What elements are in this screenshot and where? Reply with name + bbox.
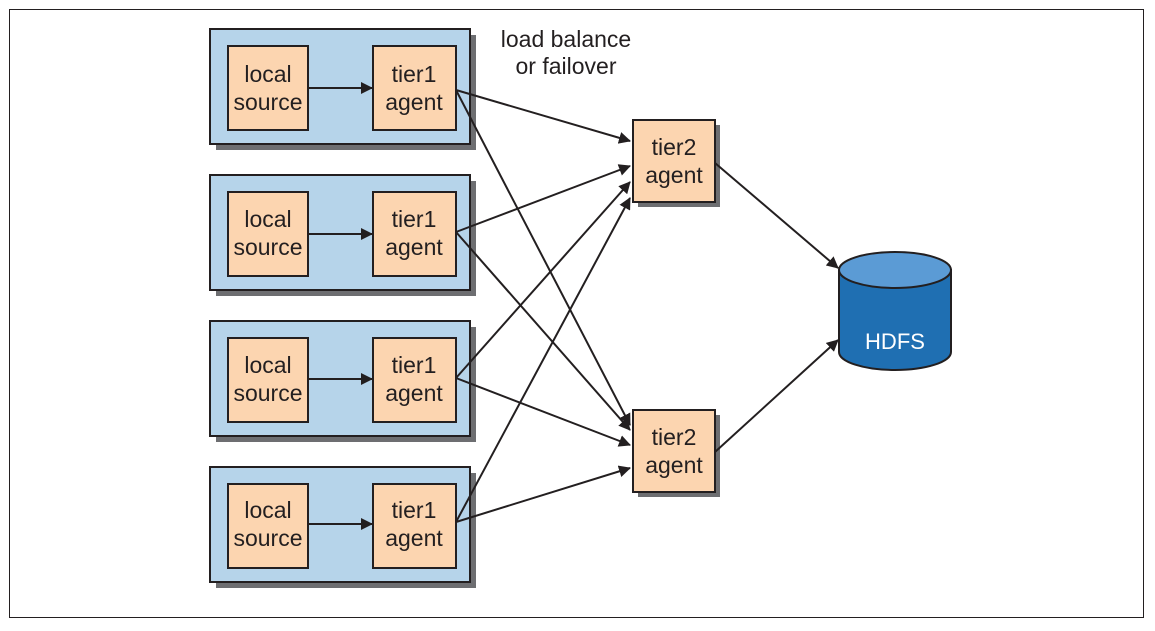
figure-frame <box>9 9 1144 618</box>
tier2-agent-label-line-1: tier2 <box>652 424 697 450</box>
tier1-agent-label-line-2: agent <box>385 234 443 260</box>
local-source-label-line-2: source <box>233 89 302 115</box>
local-source-label-line-1: local <box>244 206 291 232</box>
local-source-label-line-2: source <box>233 234 302 260</box>
g1-to-tier2-top-arrow <box>455 89 631 144</box>
tier1-agent-label-line-1: tier1 <box>392 497 437 523</box>
tier2-bottom-to-hdfs-arrow <box>714 339 839 453</box>
agent-group-3: local source tier1 agent <box>209 320 476 442</box>
local-source-node <box>227 45 309 131</box>
hdfs-label: HDFS <box>865 329 925 354</box>
annotation: load balance or failover <box>501 26 631 79</box>
tier1-agent-label-line-2: agent <box>385 380 443 406</box>
g4-to-tier2-bottom-arrow <box>455 465 631 523</box>
local-source-node <box>227 337 309 423</box>
local-source-node <box>227 483 309 569</box>
hdfs-cylinder: HDFS <box>838 251 952 371</box>
tier1-agent-node <box>372 191 457 277</box>
tier2-agent-top: tier2 agent <box>632 119 720 207</box>
tier1-agent-label-line-2: agent <box>385 525 443 551</box>
local-source-node <box>227 191 309 277</box>
g3-to-tier2-top-arrow <box>455 181 631 379</box>
hdfs-cylinder-top <box>838 251 952 289</box>
hdfs-cylinder-body <box>838 269 952 371</box>
local-source-label-line-1: local <box>244 61 291 87</box>
annotation-line-1: load balance <box>501 26 631 52</box>
tier2-agent-label-line-2: agent <box>645 162 703 188</box>
tier2-agent-node <box>632 119 716 203</box>
tier1-to-tier2-connections <box>455 89 631 523</box>
local-source-label-line-1: local <box>244 352 291 378</box>
agent-group-2: local source tier1 agent <box>209 174 476 296</box>
g2-to-tier2-bottom-arrow <box>455 231 631 431</box>
local-source-label-line-1: local <box>244 497 291 523</box>
g4-to-tier2-top-arrow <box>455 197 631 523</box>
tier1-agent-node <box>372 337 457 423</box>
tier1-agent-label-line-1: tier1 <box>392 61 437 87</box>
tier1-agent-label-line-1: tier1 <box>392 352 437 378</box>
local-source-label-line-2: source <box>233 525 302 551</box>
tier2-top-to-hdfs-arrow <box>714 162 839 269</box>
tier2-agent-bottom: tier2 agent <box>632 409 720 497</box>
annotation-line-2: or failover <box>516 53 617 79</box>
g3-to-tier2-bottom-arrow <box>455 377 631 447</box>
tier2-agent-label-line-2: agent <box>645 452 703 478</box>
tier2-to-hdfs-connections <box>714 162 839 453</box>
g1-to-tier2-bottom-arrow <box>455 89 631 426</box>
tier2-agent-label-line-1: tier2 <box>652 134 697 160</box>
agent-group-4: local source tier1 agent <box>209 466 476 588</box>
local-source-label-line-2: source <box>233 380 302 406</box>
tier1-agent-label-line-1: tier1 <box>392 206 437 232</box>
tier2-agent-node <box>632 409 716 493</box>
tier1-agent-label-line-2: agent <box>385 89 443 115</box>
g2-to-tier2-top-arrow <box>455 164 631 233</box>
agent-group-1: local source tier1 agent <box>209 28 476 150</box>
tier1-agent-node <box>372 483 457 569</box>
tier1-agent-node <box>372 45 457 131</box>
